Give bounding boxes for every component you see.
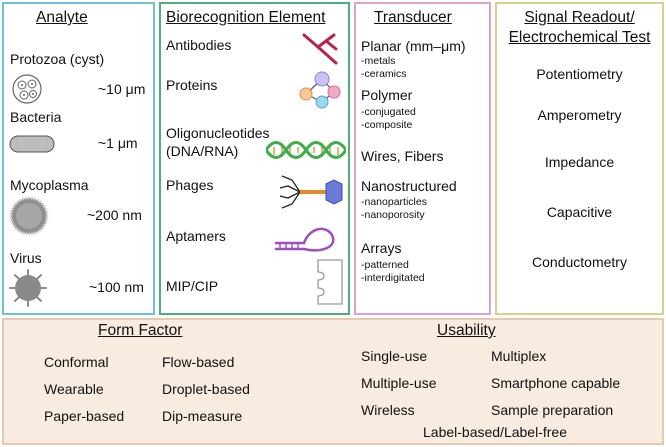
signal-potentiometry: Potentiometry [536,66,623,82]
usability-wireless: Wireless [361,402,415,418]
antibody-icon [302,33,338,65]
phage-icon [279,175,343,209]
analyte-mycoplasma-size: ~200 nm [87,207,142,223]
biorecognition-title: Biorecognition Element [166,9,326,26]
signal-readout-panel [495,2,664,315]
signal-title-line2: Electrochemical Test [508,29,651,46]
bio-oligonucleotides-label: Oligonucleotides [166,125,270,141]
aptamer-icon [274,227,335,252]
signal-title-line1: Signal Readout/ [524,9,635,26]
signal-impedance: Impedance [544,154,615,170]
usability-multiplex: Multiplex [491,348,547,364]
transducer-planar-sub-1: -metals [361,55,396,67]
mip-imprint-icon [317,259,343,305]
transducer-panel [354,2,491,315]
bio-aptamers-label: Aptamers [166,228,226,244]
form-factor-paper-based: Paper-based [44,408,125,424]
analyte-panel [2,2,155,315]
form-factor-title: Form Factor [98,322,183,339]
analyte-protozoa-size: ~10 μm [98,81,146,97]
protein-icon [299,71,341,109]
form-factor-droplet-based: Droplet-based [162,381,250,397]
bio-phages-label: Phages [166,177,214,193]
form-factor-dip-measure: Dip-measure [162,408,243,424]
usability-sample-preparation: Sample preparation [491,402,614,418]
transducer-arrays-sub-2: -interdigitated [361,272,425,284]
form-factor-flow-based: Flow-based [162,354,235,370]
form-factor-usability-panel [2,318,664,445]
transducer-polymer-sub-2: -composite [361,119,413,131]
analyte-bacteria-size: ~1 μm [98,135,138,151]
virus-icon [9,269,47,307]
transducer-planar-sub-2: -ceramics [361,68,407,80]
transducer-polymer-sub-1: -conjugated [361,106,416,118]
biorecognition-panel [159,2,350,315]
transducer-planar-label: Planar (mm–μm) [361,38,466,54]
usability-label-based-free: Label-based/Label-free [423,424,567,440]
form-factor-wearable: Wearable [44,381,104,397]
transducer-arrays-sub-1: -patterned [361,259,409,271]
mycoplasma-icon [9,196,49,236]
usability-title: Usability [437,322,496,339]
analyte-virus-label: Virus [10,250,42,266]
transducer-nano-sub-2: -nanoporosity [361,209,425,221]
signal-conductometry: Conductometry [532,254,627,270]
transducer-polymer-label: Polymer [361,87,413,103]
transducer-title: Transducer [374,9,452,26]
bio-mip-cip-label: MIP/CIP [166,278,219,294]
bacteria-icon [9,135,55,153]
protozoa-cyst-icon [12,74,42,104]
transducer-arrays-label: Arrays [361,240,402,256]
usability-multiple-use: Multiple-use [361,375,437,391]
transducer-nano-sub-1: -nanoparticles [361,196,427,208]
usability-smartphone-capable: Smartphone capable [491,375,621,391]
bio-dna-rna-label: (DNA/RNA) [166,143,239,159]
transducer-nanostructured-label: Nanostructured [361,178,457,194]
signal-capacitive: Capacitive [546,204,613,220]
bio-proteins-label: Proteins [166,77,218,93]
transducer-wires-label: Wires, Fibers [361,148,444,164]
form-factor-conformal: Conformal [44,354,109,370]
analyte-protozoa-label: Protozoa (cyst) [10,51,105,67]
analyte-mycoplasma-label: Mycoplasma [10,177,89,193]
usability-single-use: Single-use [361,348,428,364]
dna-helix-icon [266,141,346,159]
analyte-virus-size: ~100 nm [89,279,144,295]
signal-amperometry: Amperometry [537,107,622,123]
analyte-title: Analyte [36,9,88,26]
analyte-bacteria-label: Bacteria [10,109,62,125]
bio-antibodies-label: Antibodies [166,37,232,53]
